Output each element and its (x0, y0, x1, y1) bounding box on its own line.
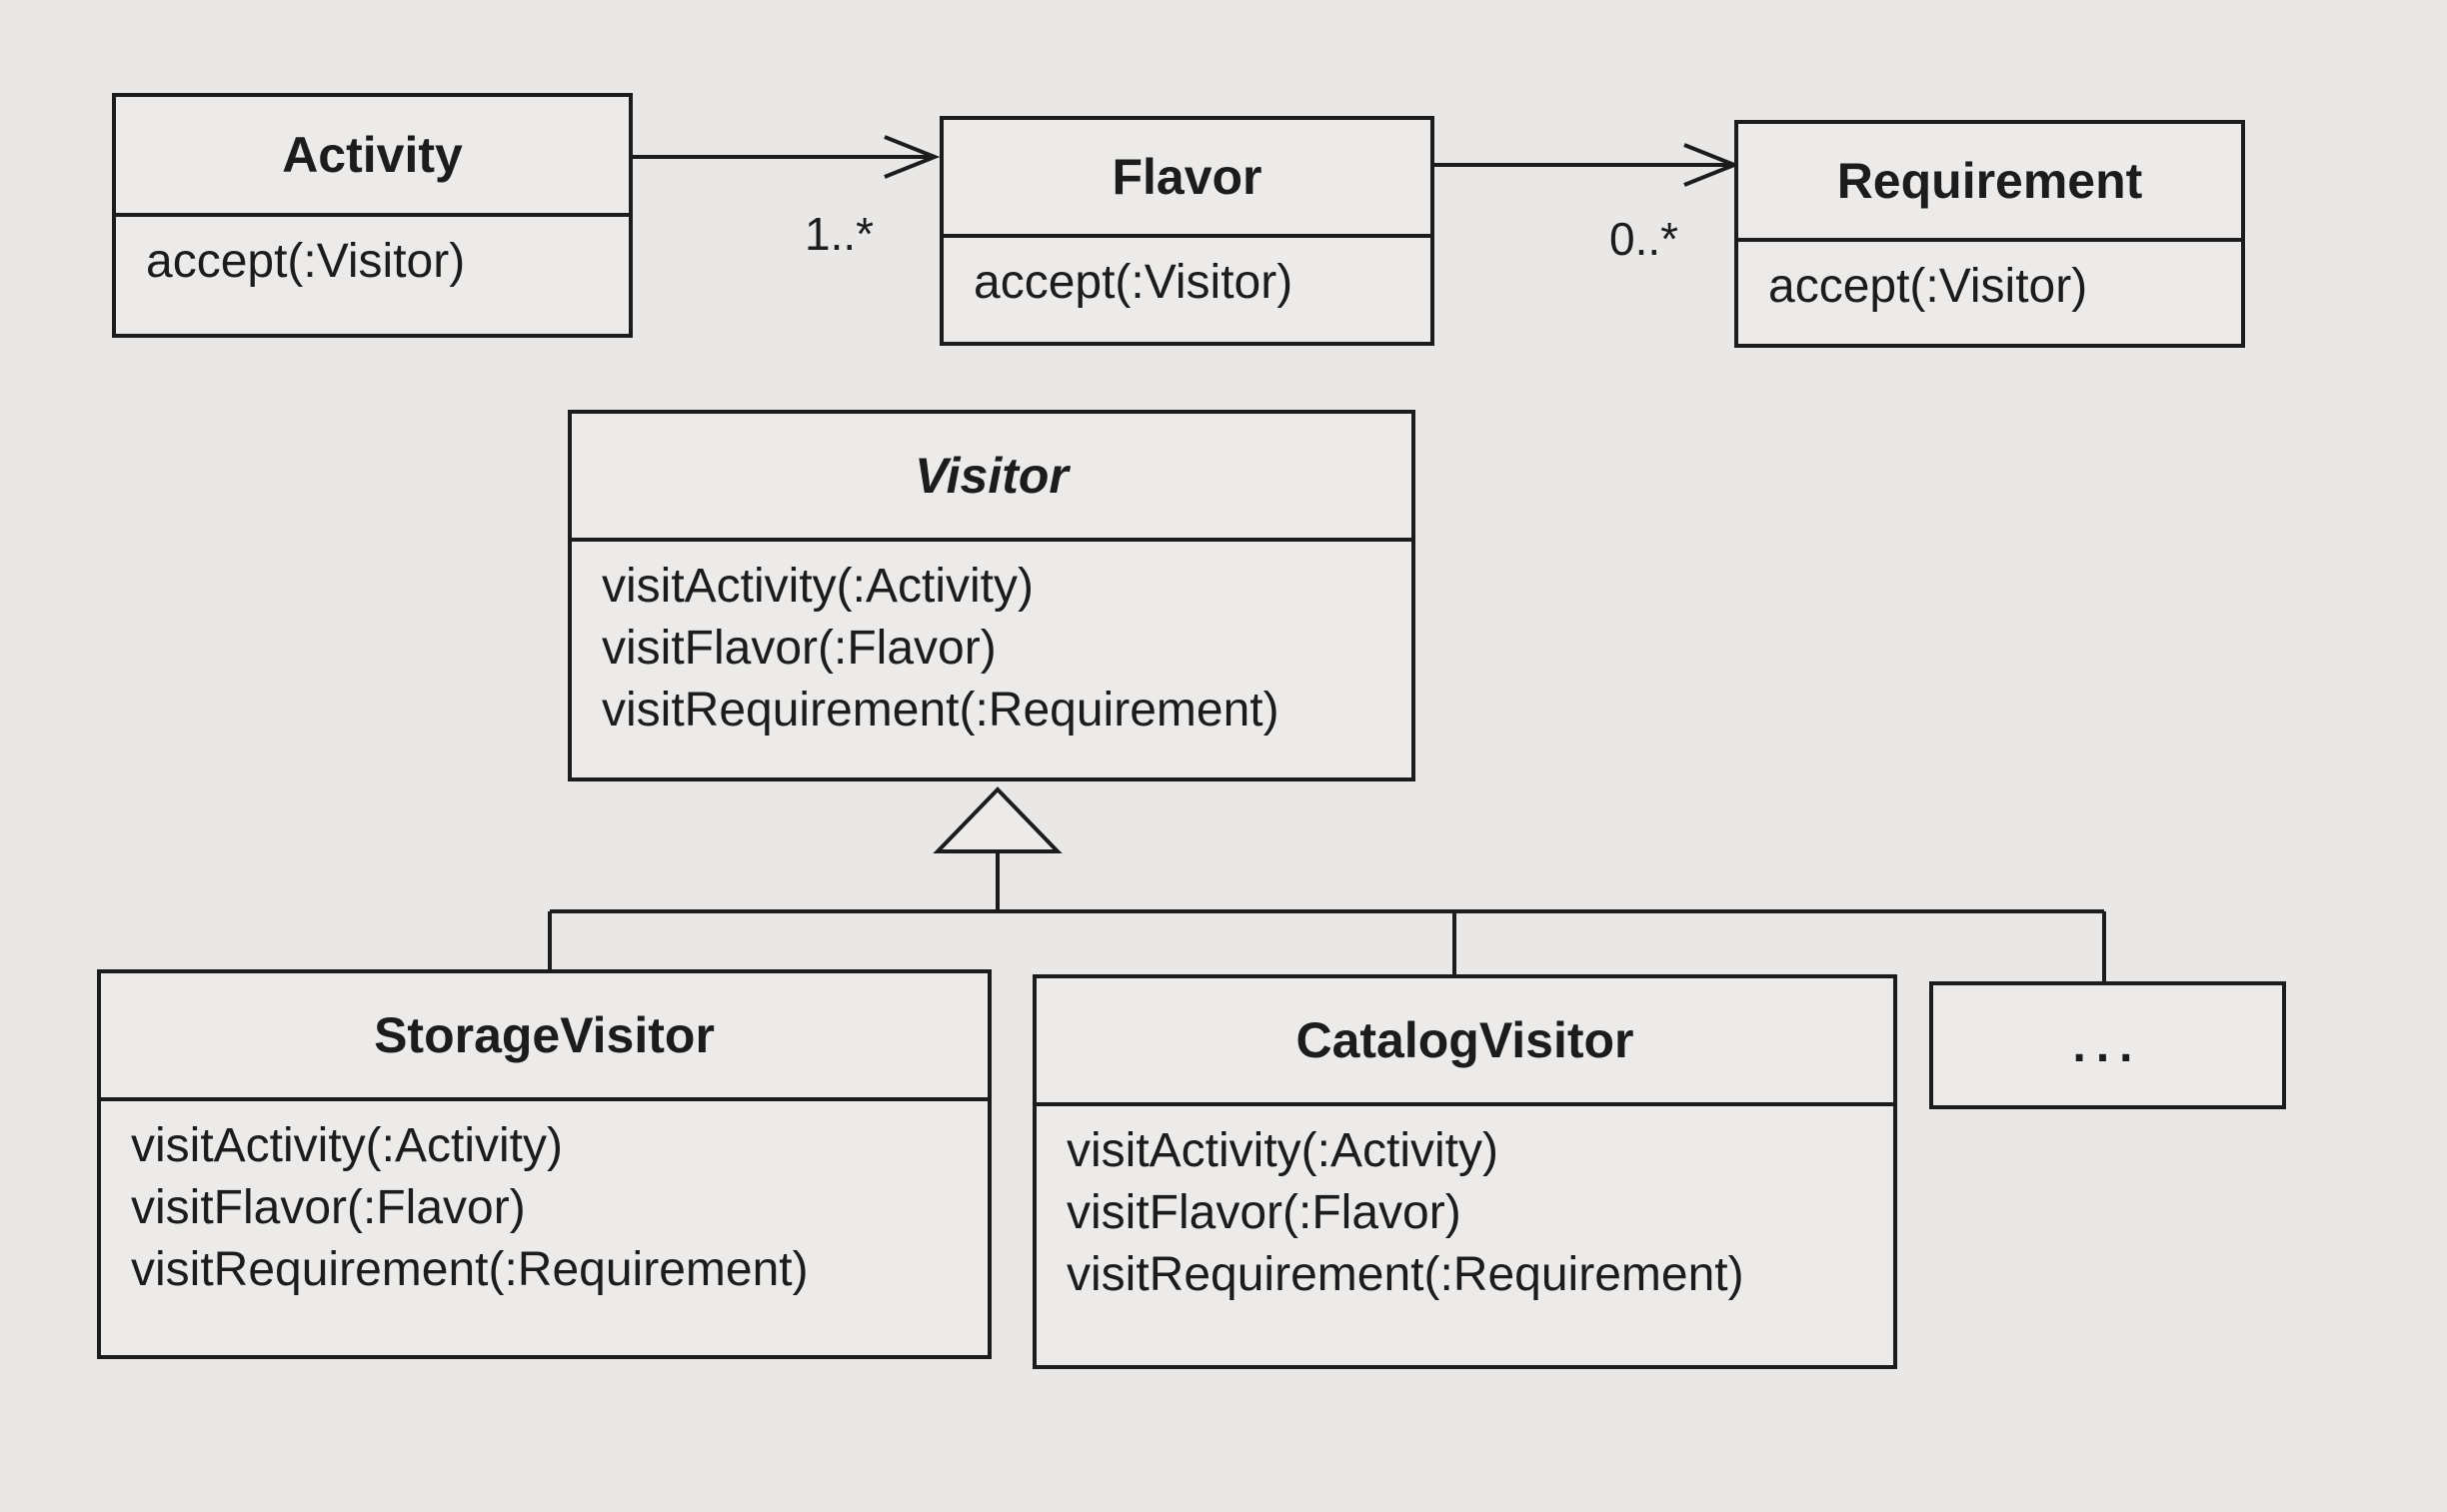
class-name: StorageVisitor (101, 973, 988, 1101)
operation: accept(:Visitor) (974, 256, 1293, 309)
operations: accept(:Visitor) (944, 238, 1430, 314)
operation: accept(:Visitor) (146, 235, 466, 288)
generalization-triangle (933, 786, 1063, 853)
operations: visitActivity(:Activity) visitFlavor(:Fl… (1037, 1106, 1893, 1306)
arrowhead-activity-flavor (884, 135, 941, 179)
operation: visitActivity(:Activity) (602, 560, 1034, 613)
operations: accept(:Visitor) (1738, 242, 2241, 318)
class-requirement[interactable]: Requirement accept(:Visitor) (1734, 120, 2245, 348)
operation: visitRequirement(:Requirement) (602, 684, 1279, 737)
class-storage-visitor[interactable]: StorageVisitor visitActivity(:Activity) … (97, 969, 992, 1359)
class-name: Flavor (944, 120, 1430, 238)
operation: visitRequirement(:Requirement) (1067, 1248, 1744, 1301)
operation: visitFlavor(:Flavor) (1067, 1186, 1461, 1239)
class-more-subclasses[interactable]: ... (1929, 981, 2286, 1109)
operations: accept(:Visitor) (116, 217, 629, 293)
multiplicity-flavor-requirement: 0..* (1609, 213, 1679, 265)
operation: visitFlavor(:Flavor) (131, 1181, 526, 1234)
operations: visitActivity(:Activity) visitFlavor(:Fl… (572, 542, 1411, 742)
operation: visitActivity(:Activity) (1067, 1124, 1498, 1177)
class-name: Activity (116, 97, 629, 217)
class-catalog-visitor[interactable]: CatalogVisitor visitActivity(:Activity) … (1033, 974, 1897, 1369)
class-activity[interactable]: Activity accept(:Visitor) (112, 93, 633, 338)
operation: visitActivity(:Activity) (131, 1119, 563, 1172)
class-name: Visitor (572, 414, 1411, 542)
operation: accept(:Visitor) (1768, 260, 2088, 313)
operation: visitFlavor(:Flavor) (602, 622, 997, 675)
operations: visitActivity(:Activity) visitFlavor(:Fl… (101, 1101, 988, 1301)
class-flavor[interactable]: Flavor accept(:Visitor) (940, 116, 1434, 346)
class-name: CatalogVisitor (1037, 978, 1893, 1106)
class-visitor[interactable]: Visitor visitActivity(:Activity) visitFl… (568, 410, 1415, 781)
operation: visitRequirement(:Requirement) (131, 1243, 809, 1296)
class-name: Requirement (1738, 124, 2241, 242)
multiplicity-activity-flavor: 1..* (805, 208, 875, 260)
